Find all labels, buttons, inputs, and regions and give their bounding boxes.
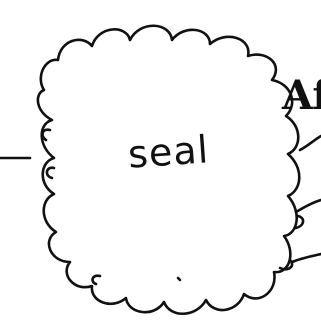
seal-curl: [43, 130, 50, 140]
right-edge-stroke: [296, 200, 321, 212]
seal-curl: [47, 168, 54, 178]
seal-curl: [93, 276, 100, 284]
seal-label: seal: [127, 130, 210, 174]
right-edge-stroke: [300, 136, 321, 150]
right-edge-stroke: [292, 254, 321, 262]
stray-mark: [178, 278, 180, 280]
edge-text: Af: [282, 76, 321, 116]
